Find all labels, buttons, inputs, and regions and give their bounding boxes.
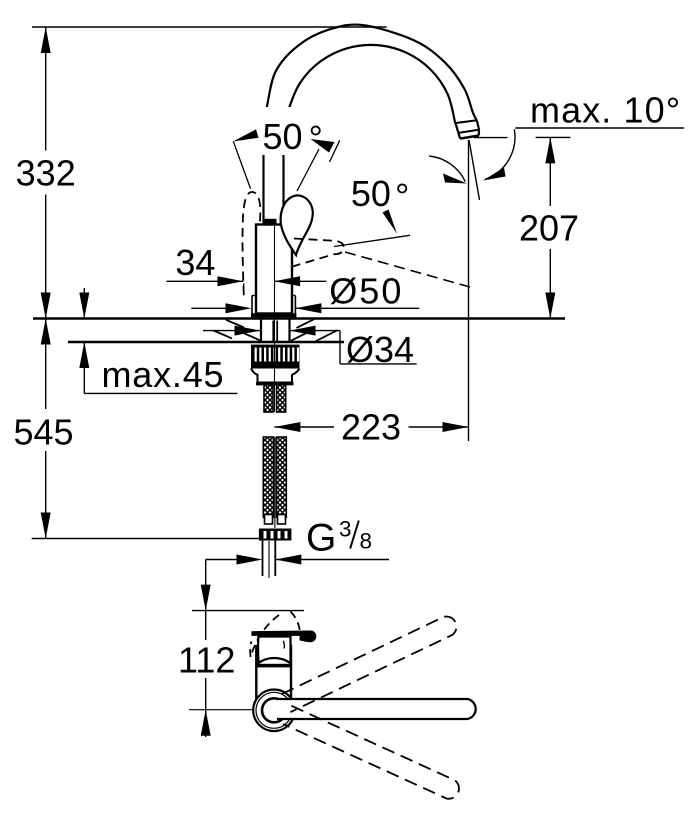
svg-text:545: 545 [13,412,73,453]
svg-text:223: 223 [341,407,401,448]
svg-text:207: 207 [519,208,579,249]
svg-text:3: 3 [339,517,352,542]
svg-text:112: 112 [178,640,235,681]
svg-text:°: ° [309,117,323,158]
svg-text:°: ° [395,176,409,217]
svg-text:Ø34: Ø34 [346,329,414,370]
svg-text:332: 332 [16,153,76,194]
svg-text:50: 50 [263,116,303,157]
svg-text:max.45: max.45 [102,354,225,395]
svg-text:G: G [306,517,336,560]
svg-text:8: 8 [360,529,373,554]
svg-text:50: 50 [351,173,391,214]
svg-text:max. 10°: max. 10° [530,90,681,131]
svg-text:34: 34 [175,242,215,283]
svg-text:Ø50: Ø50 [329,270,403,311]
